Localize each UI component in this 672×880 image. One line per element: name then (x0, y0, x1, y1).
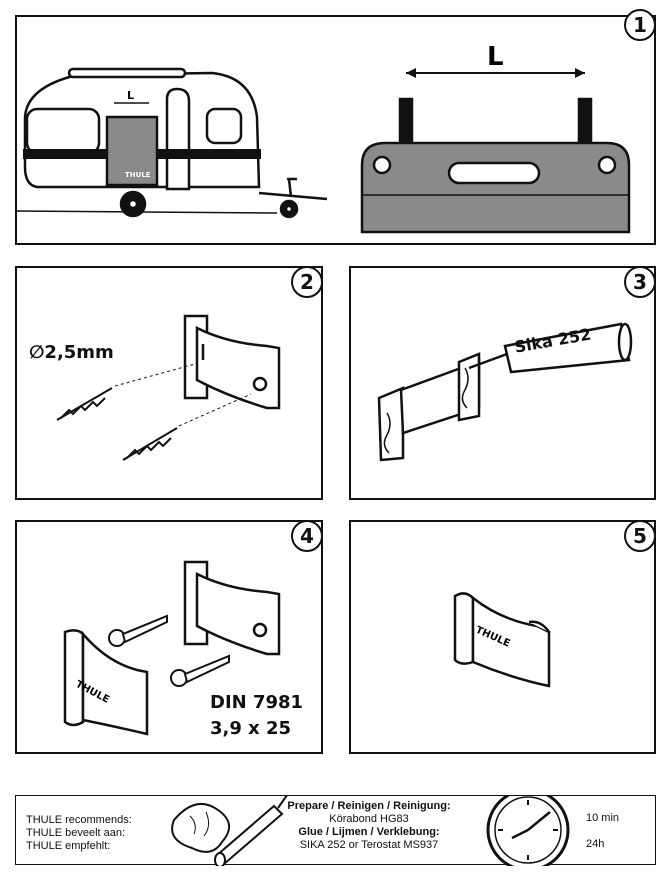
screw-spec-line-1: DIN 7981 (210, 692, 304, 713)
step-3-illustration (377, 322, 633, 462)
sealant-tube-icon (468, 322, 633, 374)
prepare-product: Körabond HG83 (329, 813, 409, 825)
recommends-line-de: THULE empfehlt: (26, 840, 111, 852)
mount-bracket-icon (183, 314, 281, 410)
step-3-panel: Sika 252 3 (349, 266, 656, 500)
time-prepare: 10 min (586, 812, 620, 824)
step-number-badge: 5 (624, 520, 656, 552)
dimension-label-large: L (487, 42, 504, 72)
step-2-illustration (56, 314, 281, 461)
glue-heading: Glue / Lijmen / Verklebung: (298, 826, 440, 838)
sealant-gun-icon (214, 796, 288, 866)
step-number-badge: 1 (624, 9, 656, 41)
step-5-illustration: THULE (453, 592, 551, 688)
step-4-panel: THULE DIN 7981 3,9 x 25 4 (15, 520, 323, 754)
step-5-panel: THULE 5 (349, 520, 656, 754)
plate-icon (360, 97, 631, 234)
installed-bracket-icon (453, 592, 551, 688)
bottom-illustrations (171, 796, 570, 866)
screw-spec-line-2: 3,9 x 25 (210, 718, 292, 739)
prepare-heading: Prepare / Reinigen / Reinigung: (287, 800, 451, 812)
recommendation-bar: THULE recommends: THULE beveelt aan: THU… (15, 795, 656, 866)
step-1-illustration: THULE L L (17, 42, 631, 234)
glue-product: SIKA 252 or Terostat MS937 (299, 839, 439, 851)
step-number-badge: 3 (624, 266, 656, 298)
step-number-badge: 4 (291, 520, 323, 552)
cover-cap-icon (63, 629, 149, 736)
drill-size-label: ∅2,5mm (29, 342, 114, 363)
step-number-badge: 2 (291, 266, 323, 298)
bracket-with-adhesive-icon (377, 352, 481, 462)
time-glue: 24h (586, 838, 605, 850)
caravan-brand-label: THULE (125, 171, 151, 179)
cloth-icon (171, 802, 230, 853)
step-4-illustration: THULE (63, 560, 281, 736)
prepare-block: Prepare / Reinigen / Reinigung: Körabond… (274, 800, 464, 852)
drill-bit-icon (56, 363, 252, 461)
screw-icon (108, 614, 230, 687)
step-1-panel: THULE L L 1 (15, 9, 656, 245)
dimension-label-small: L (127, 89, 134, 102)
recommends-text: THULE recommends: THULE beveelt aan: THU… (26, 814, 132, 853)
recommends-line-en: THULE recommends: (26, 814, 132, 826)
step-2-panel: ∅2,5mm 2 (15, 266, 323, 500)
caravan-icon (17, 67, 328, 219)
mount-bracket-icon (183, 560, 281, 656)
clock-icon (486, 796, 570, 866)
recommends-line-nl: THULE beveelt aan: (26, 827, 126, 839)
